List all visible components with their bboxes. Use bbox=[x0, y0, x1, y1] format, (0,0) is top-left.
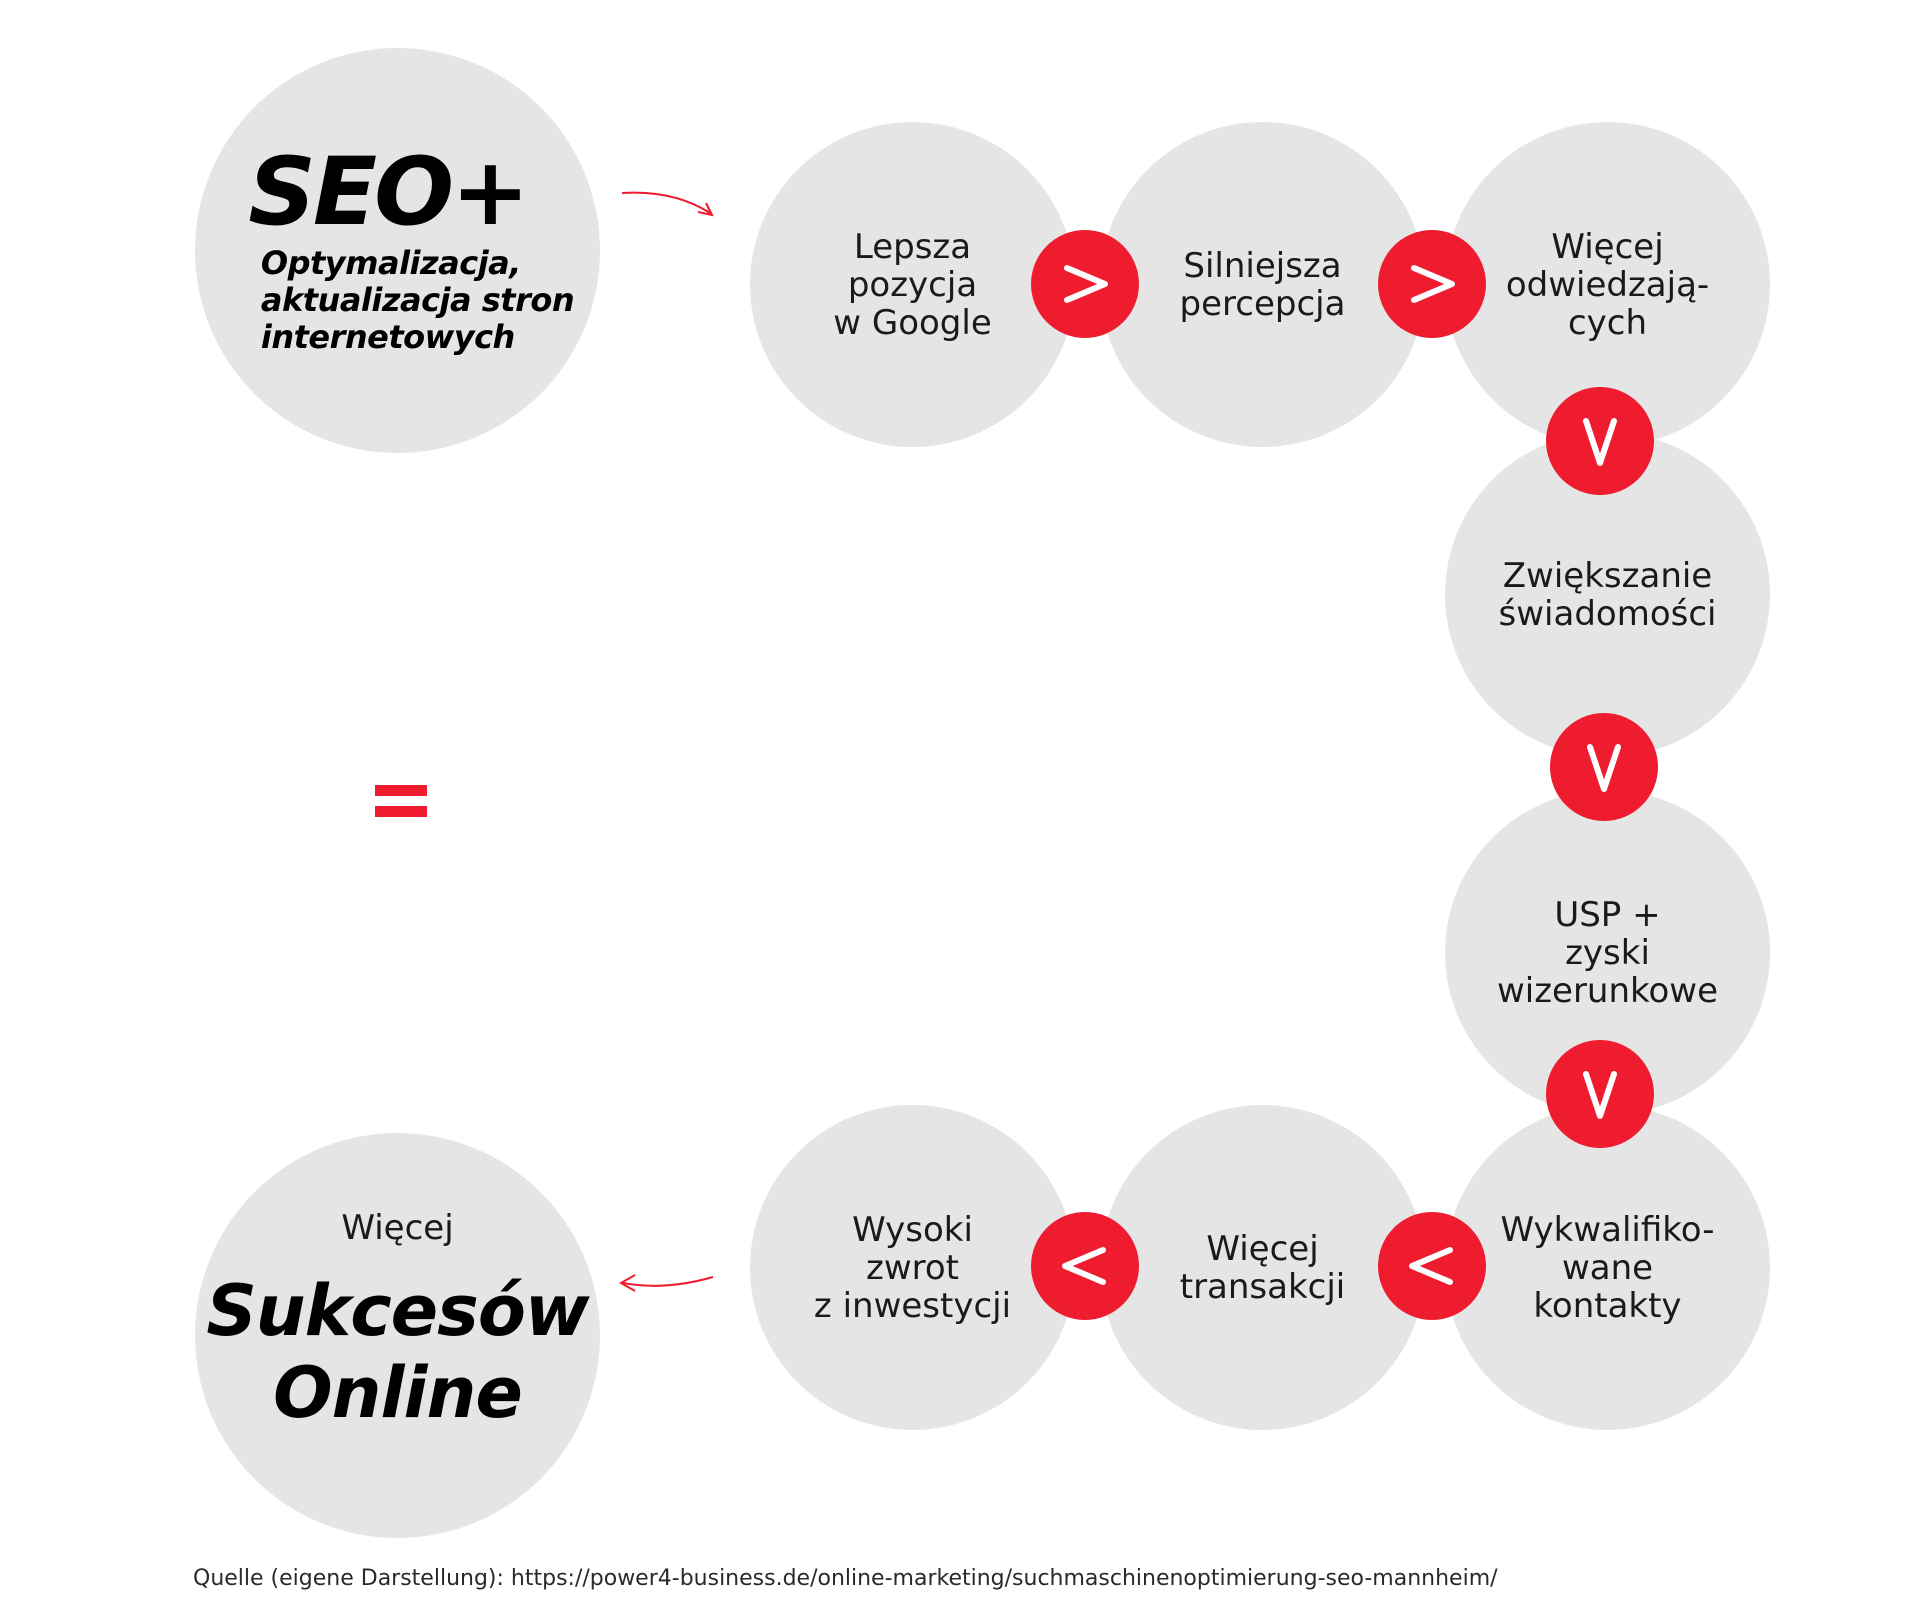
chevron-down-icon bbox=[1583, 418, 1617, 466]
step-circle-1: Lepsza pozycja w Google bbox=[750, 122, 1075, 447]
connector-badge-4 bbox=[1550, 713, 1658, 821]
result-circle: Więcej Sukcesów Online bbox=[195, 1133, 600, 1538]
step-circle-7: Więcej transakcji bbox=[1100, 1105, 1425, 1430]
connector-badge-1 bbox=[1031, 230, 1139, 338]
chevron-right-icon bbox=[1064, 265, 1108, 303]
seo-subtitle: Optymalizacja, aktualizacja stron intern… bbox=[260, 244, 575, 356]
step-circle-8: Wysoki zwrot z inwestycji bbox=[750, 1105, 1075, 1430]
connector-badge-2 bbox=[1378, 230, 1486, 338]
connector-badge-6 bbox=[1378, 1212, 1486, 1320]
step-circle-2: Silniejsza percepcja bbox=[1100, 122, 1425, 447]
result-top-text: Więcej bbox=[341, 1207, 454, 1248]
chevron-down-icon bbox=[1583, 1071, 1617, 1119]
step-label: Wysoki zwrot z inwestycji bbox=[813, 1209, 1012, 1326]
step-circle-6: Wykwalifiko- wane kontakty bbox=[1445, 1105, 1770, 1430]
step-label: Zwiększanie świadomości bbox=[1498, 555, 1717, 634]
step-label: Silniejsza percepcja bbox=[1179, 245, 1346, 324]
arrow-left-icon bbox=[618, 1274, 714, 1292]
arrow-right-icon bbox=[621, 191, 714, 217]
source-caption: Quelle (eigene Darstellung): https://pow… bbox=[193, 1566, 1498, 1591]
chevron-left-icon bbox=[1062, 1247, 1106, 1285]
chevron-left-icon bbox=[1409, 1247, 1453, 1285]
chevron-down-icon bbox=[1587, 744, 1621, 792]
step-label: Lepsza pozycja w Google bbox=[833, 226, 992, 343]
connector-badge-3 bbox=[1546, 387, 1654, 495]
step-label: Wykwalifiko- wane kontakty bbox=[1500, 1209, 1715, 1326]
step-label: Więcej transakcji bbox=[1179, 1228, 1346, 1307]
seo-title: SEO+ bbox=[248, 138, 530, 247]
seo-circle: SEO+ Optymalizacja, aktualizacja stron i… bbox=[195, 48, 600, 453]
step-label: Więcej odwiedzają- cych bbox=[1505, 226, 1710, 343]
connector-badge-7 bbox=[1031, 1212, 1139, 1320]
connector-badge-5 bbox=[1546, 1040, 1654, 1148]
step-label: USP + zyski wizerunkowe bbox=[1496, 894, 1719, 1011]
result-main-text: Sukcesów Online bbox=[206, 1269, 589, 1434]
equals-icon bbox=[375, 785, 427, 817]
chevron-right-icon bbox=[1411, 265, 1455, 303]
